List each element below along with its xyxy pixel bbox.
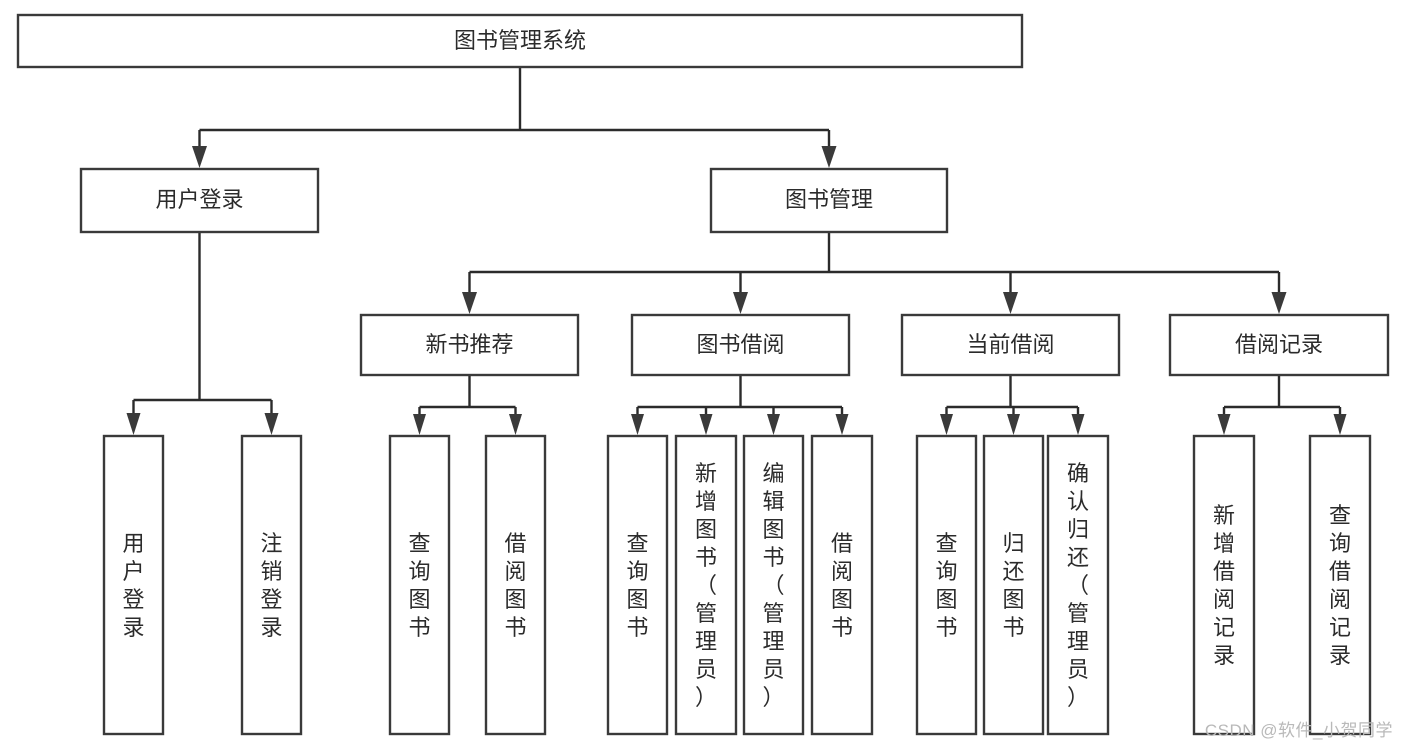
leaf-box-6[interactable] [742,434,805,736]
node-borrow-record[interactable]: 借阅记录 [1168,313,1390,377]
arrowhead-bookmgmt-c2 [733,292,748,314]
arrowhead-bookmgmt-c1 [462,292,477,314]
arrowhead-root-to-user [192,146,207,168]
leaf-node[interactable]: 借阅图书 [810,434,874,736]
arrowhead-current-l3 [1071,414,1085,435]
leaf-label-7: 借阅图书 [831,531,853,640]
arrowhead-bookmgmt-c4 [1271,292,1287,314]
node-root-box[interactable] [16,13,1024,69]
arrowhead-record-l2 [1333,414,1347,435]
arrowhead-current-l2 [1007,414,1020,435]
arrowhead-borrow-l3 [767,414,780,435]
leaf-node[interactable]: 注销登录 [240,434,303,736]
leaf-nodes-group: 用户登录 注销登录 查询图书 借阅图书 查询图书 新增图书（管理员） [102,434,1372,736]
node-new-book-recommend[interactable]: 新书推荐 [359,313,580,377]
node-new-book-recommend-label: 新书推荐 [425,332,513,357]
leaf-node[interactable]: 用户登录 [102,434,165,736]
node-current-borrow-label: 当前借阅 [966,332,1054,357]
leaf-box-10[interactable] [1046,434,1110,736]
leaf-label-9: 归还图书 [1002,531,1024,640]
leaf-box-7[interactable] [810,434,874,736]
leaf-node[interactable]: 编辑图书（管理员） [742,434,805,736]
node-book-management[interactable]: 图书管理 [709,167,949,234]
connector-group-borrow-record [1217,375,1347,435]
arrowhead-borrow-l1 [631,414,644,435]
leaf-box-9[interactable] [982,434,1045,736]
arrowhead-bookmgmt-c3 [1003,292,1018,314]
leaf-label-8: 查询图书 [935,531,957,640]
node-book-management-label: 图书管理 [785,187,873,212]
connector-group-borrow [631,375,849,435]
leaf-box-3[interactable] [484,434,547,736]
leaf-box-2[interactable] [388,434,451,736]
leaf-node[interactable]: 查询借阅记录 [1308,434,1372,736]
leaf-box-11[interactable] [1192,434,1256,736]
node-user-login-box[interactable] [79,167,320,234]
leaf-label-1: 注销登录 [260,531,282,640]
leaf-box-0[interactable] [102,434,165,736]
arrowhead-root-to-book [821,146,837,168]
node-current-borrow[interactable]: 当前借阅 [900,313,1121,377]
connector-group-new-book [413,375,522,435]
connector-group-current-borrow [940,375,1085,435]
leaf-label-12: 查询借阅记录 [1329,503,1351,668]
leaf-node[interactable]: 新增借阅记录 [1192,434,1256,736]
leaf-node[interactable]: 查询图书 [915,434,978,736]
node-user-login[interactable]: 用户登录 [79,167,320,234]
node-new-book-recommend-box[interactable] [359,313,580,377]
leaf-node[interactable]: 借阅图书 [484,434,547,736]
leaf-node[interactable]: 查询图书 [388,434,451,736]
arrowhead-user-leaf2 [264,413,279,435]
leaf-label-6: 编辑图书（管理员） [762,461,784,710]
node-current-borrow-box[interactable] [900,313,1121,377]
leaf-node[interactable]: 归还图书 [982,434,1045,736]
arrowhead-newbook-l2 [509,414,522,435]
leaf-box-12[interactable] [1308,434,1372,736]
arrowhead-borrow-l4 [835,414,849,435]
node-user-login-label: 用户登录 [155,187,243,212]
leaf-node[interactable]: 查询图书 [606,434,669,736]
leaf-label-2: 查询图书 [408,531,430,640]
leaf-box-4[interactable] [606,434,669,736]
node-book-borrow-label: 图书借阅 [696,332,784,357]
arrowhead-record-l1 [1217,414,1231,435]
leaf-box-8[interactable] [915,434,978,736]
connector-group-user-login [126,232,279,435]
node-borrow-record-label: 借阅记录 [1235,332,1323,357]
node-borrow-record-box[interactable] [1168,313,1390,377]
leaf-label-10: 确认归还（管理员） [1067,461,1089,710]
leaf-node[interactable]: 新增图书（管理员） [674,434,738,736]
leaf-label-11: 新增借阅记录 [1213,503,1235,668]
csdn-watermark: CSDN @软件_小贺同学 [1204,721,1393,740]
leaf-label-5: 新增图书（管理员） [695,461,717,710]
node-book-borrow[interactable]: 图书借阅 [630,313,851,377]
node-book-management-box[interactable] [709,167,949,234]
node-book-borrow-box[interactable] [630,313,851,377]
leaf-label-4: 查询图书 [626,531,648,640]
connector-group-book-mgmt [462,232,1287,314]
leaf-label-0: 用户登录 [122,531,144,640]
leaf-node[interactable]: 确认归还（管理员） [1046,434,1110,736]
arrowhead-newbook-l1 [413,414,426,435]
node-root-label: 图书管理系统 [454,28,586,53]
leaf-box-1[interactable] [240,434,303,736]
arrowhead-user-leaf1 [126,413,141,435]
connector-group-root [192,67,837,168]
arrowhead-borrow-l2 [699,414,713,435]
leaf-label-3: 借阅图书 [504,531,526,640]
leaf-box-5[interactable] [674,434,738,736]
arrowhead-current-l1 [940,414,953,435]
node-root[interactable]: 图书管理系统 [16,13,1024,69]
